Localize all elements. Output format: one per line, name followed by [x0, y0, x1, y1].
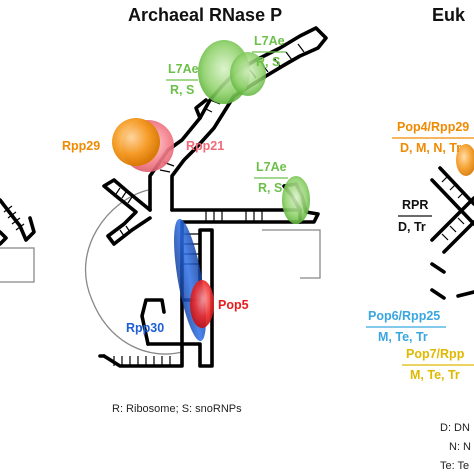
euk-pop7-label: Pop7/Rpp M, Te, Tr	[402, 347, 474, 382]
svg-text:R, S: R, S	[258, 181, 282, 195]
svg-text:D, Tr: D, Tr	[398, 220, 426, 234]
svg-text:Pop7/Rpp: Pop7/Rpp	[406, 347, 465, 361]
left-partial-stem	[3, 205, 25, 231]
pop5-label: Pop5	[218, 298, 249, 312]
svg-text:R, S: R, S	[170, 83, 194, 97]
euk-legend-d: D: DN	[440, 422, 470, 434]
eukaryotic-title: Euk	[432, 5, 466, 25]
svg-text:M, Te, Tr: M, Te, Tr	[410, 368, 460, 382]
l7ae-top-right-blob	[230, 52, 266, 96]
l7ae-top-right-label: L7Ae R, S	[252, 34, 286, 69]
euk-pop4-label: Pop4/Rpp29 D, M, N, Tr	[392, 120, 474, 155]
svg-text:M, Te, Tr: M, Te, Tr	[378, 330, 428, 344]
euk-legend-te: Te: Te	[440, 460, 469, 472]
rpp21-label: Rpp21	[186, 139, 224, 153]
svg-text:Pop4/Rpp29: Pop4/Rpp29	[397, 120, 469, 134]
svg-text:L7Ae: L7Ae	[254, 34, 285, 48]
svg-text:L7Ae: L7Ae	[168, 62, 199, 76]
svg-text:L7Ae: L7Ae	[256, 160, 287, 174]
l7ae-top-left-label: L7Ae R, S	[166, 62, 199, 97]
svg-text:RPR: RPR	[402, 198, 428, 212]
l7ae-right-label: L7Ae R, S	[254, 160, 288, 195]
archaeal-title: Archaeal RNase P	[128, 5, 282, 25]
svg-text:D, M, N, Tr: D, M, N, Tr	[400, 141, 461, 155]
left-partial-rna	[0, 198, 36, 283]
euk-pop4-blob	[456, 144, 474, 176]
rpp29-blob	[112, 118, 160, 166]
thin-linker-left	[84, 189, 183, 355]
left-helix-rungs	[115, 187, 133, 237]
euk-rpr-label: RPR D, Tr	[398, 198, 432, 234]
euk-stem-rungs	[441, 175, 465, 241]
footnote: R: Ribosome; S: snoRNPs	[112, 403, 242, 415]
eukaryotic-rna-structure	[430, 166, 474, 300]
l7ae-right-blob	[282, 176, 310, 224]
central-helix-rungs	[205, 210, 263, 222]
svg-text:Pop6/Rpp25: Pop6/Rpp25	[368, 309, 440, 323]
euk-legend-n: N: N	[449, 441, 471, 453]
rpp29-label: Rpp29	[62, 139, 100, 153]
pop5-blob	[190, 280, 214, 328]
svg-text:R, S: R, S	[256, 55, 280, 69]
rpp30-label: Rpp30	[126, 321, 164, 335]
euk-pop6-label: Pop6/Rpp25 M, Te, Tr	[366, 309, 446, 344]
